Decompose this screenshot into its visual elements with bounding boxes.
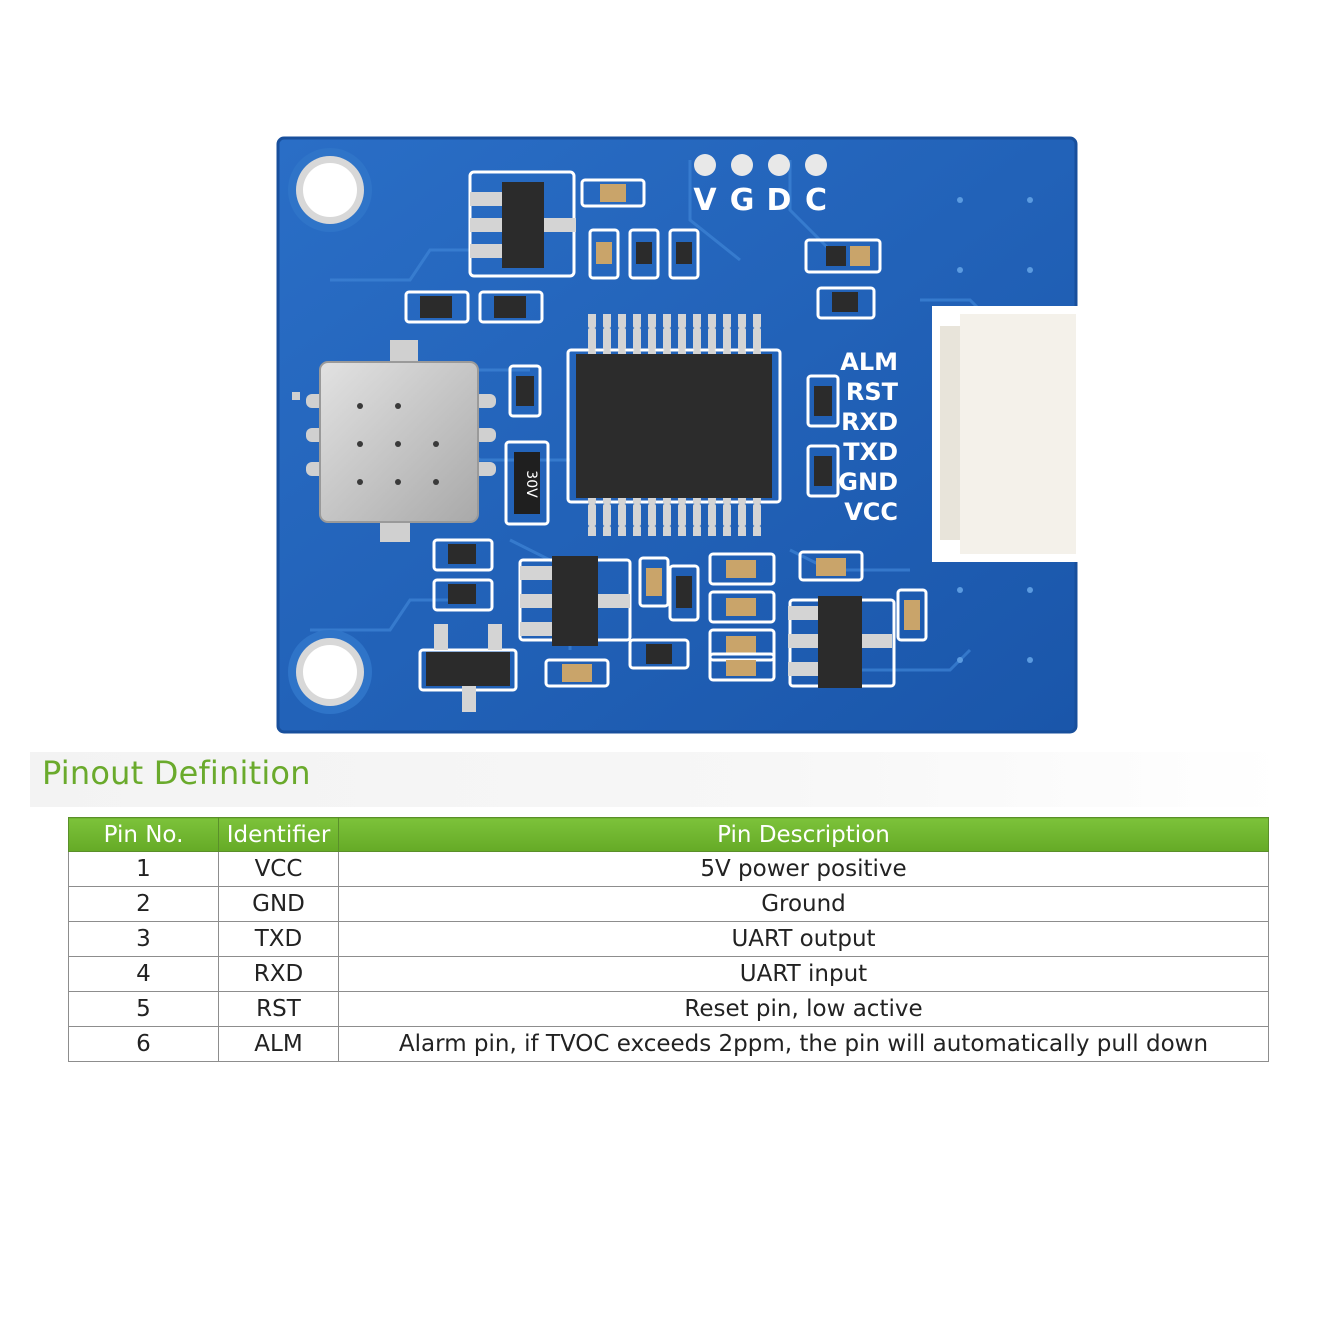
pin-connector xyxy=(932,306,1078,562)
cell-pin: 1 xyxy=(68,851,219,887)
table-row: 6 ALM Alarm pin, if TVOC exceeds 2ppm, t… xyxy=(68,1026,1269,1062)
section-heading-band xyxy=(30,752,1285,807)
pinout-table: Pin No. Identifier Pin Description 1 VCC… xyxy=(68,817,1269,1062)
vias xyxy=(957,197,1033,663)
header-pads: V G D C xyxy=(693,154,827,218)
header-identifier: Identifier xyxy=(218,817,339,852)
main-ic xyxy=(566,314,782,536)
header-pin-description: Pin Description xyxy=(338,817,1269,852)
table-header-row: Pin No. Identifier Pin Description xyxy=(68,817,1269,852)
cell-description: 5V power positive xyxy=(338,851,1269,887)
cell-description: Reset pin, low active xyxy=(338,991,1269,1027)
connector-labels: ALM RST RXD TXD GND VCC xyxy=(838,348,898,526)
label-alm: ALM xyxy=(840,348,898,376)
resistor-marking: 30V xyxy=(523,470,539,498)
table-row: 1 VCC 5V power positive xyxy=(68,851,1269,887)
transistor-bottom-right xyxy=(788,596,896,688)
transistor-top xyxy=(468,170,576,278)
transistor-bottom-mid xyxy=(518,556,632,646)
transistor-bottom-left xyxy=(418,624,518,712)
cell-identifier: RXD xyxy=(218,956,339,992)
label-rst: RST xyxy=(846,378,899,406)
pad-label-v: V xyxy=(693,183,717,218)
cell-identifier: RST xyxy=(218,991,339,1027)
cell-identifier: TXD xyxy=(218,921,339,957)
cell-pin: 3 xyxy=(68,921,219,957)
table-row: 5 RST Reset pin, low active xyxy=(68,991,1269,1027)
cell-identifier: ALM xyxy=(218,1026,339,1062)
cell-identifier: VCC xyxy=(218,851,339,887)
cell-pin: 2 xyxy=(68,886,219,922)
mounting-hole-top xyxy=(288,148,372,232)
pad-label-g: G xyxy=(730,183,755,218)
cell-pin: 4 xyxy=(68,956,219,992)
pad-label-d: D xyxy=(767,183,792,218)
pad-label-c: C xyxy=(805,183,827,218)
label-vcc: VCC xyxy=(844,498,898,526)
label-txd: TXD xyxy=(843,438,898,466)
cell-description: UART input xyxy=(338,956,1269,992)
table-row: 2 GND Ground xyxy=(68,886,1269,922)
cell-description: UART output xyxy=(338,921,1269,957)
sensor-module-board: V G D C xyxy=(270,130,1090,740)
smd-components: 30V xyxy=(404,178,928,688)
cell-description: Ground xyxy=(338,886,1269,922)
label-rxd: RXD xyxy=(841,408,898,436)
cell-identifier: GND xyxy=(218,886,339,922)
header-pin-no: Pin No. xyxy=(68,817,219,852)
section-title: Pinout Definition xyxy=(42,754,311,792)
gas-sensor xyxy=(292,340,496,542)
cell-pin: 6 xyxy=(68,1026,219,1062)
mounting-hole-bottom xyxy=(288,630,372,714)
cell-pin: 5 xyxy=(68,991,219,1027)
label-gnd: GND xyxy=(838,468,898,496)
cell-description: Alarm pin, if TVOC exceeds 2ppm, the pin… xyxy=(338,1026,1269,1062)
table-row: 4 RXD UART input xyxy=(68,956,1269,992)
table-row: 3 TXD UART output xyxy=(68,921,1269,957)
